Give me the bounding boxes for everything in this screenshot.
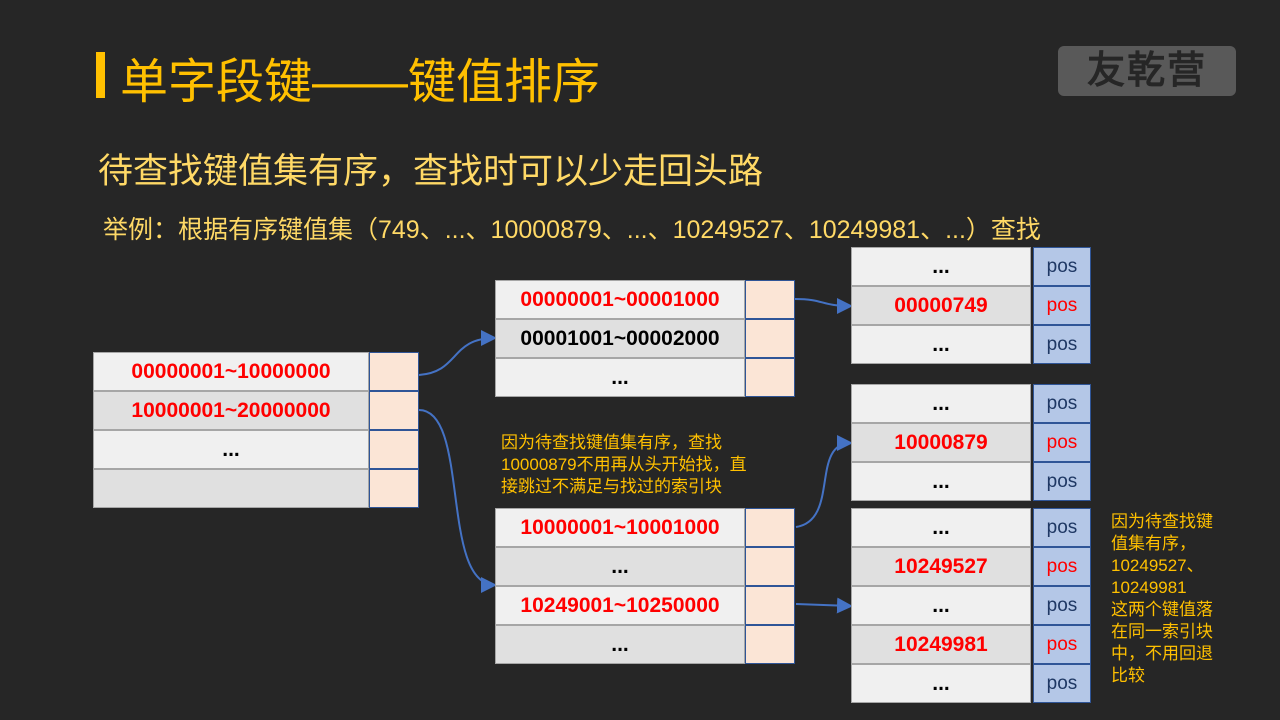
table-row: ... — [495, 547, 795, 586]
pos-cell: pos — [1033, 586, 1091, 625]
pointer-cell — [369, 430, 419, 469]
table-row: ... — [93, 430, 419, 469]
key-cell: ... — [851, 462, 1031, 501]
key-cell: ... — [851, 247, 1031, 286]
page-title: 单字段键——键值排序 — [120, 56, 601, 109]
key-cell: 00000001~00001000 — [495, 280, 745, 319]
title-accent-bar — [96, 52, 105, 98]
table-row: 00000001~10000000 — [93, 352, 419, 391]
table-row: ...pos — [851, 664, 1091, 703]
note-line: 接跳过不满足与找过的索引块 — [501, 477, 722, 496]
pos-cell: pos — [1033, 247, 1091, 286]
key-cell: 10000879 — [851, 423, 1031, 462]
key-cell: ... — [495, 358, 745, 397]
note-line: 10249527、 — [1111, 556, 1204, 575]
key-cell — [93, 469, 369, 508]
key-cell: ... — [851, 325, 1031, 364]
pos-cell: pos — [1033, 625, 1091, 664]
arrow-b-to-leaf2 — [795, 435, 853, 528]
pointer-cell — [745, 358, 795, 397]
pos-cell: pos — [1033, 325, 1091, 364]
key-cell: ... — [93, 430, 369, 469]
key-cell: 00000001~10000000 — [93, 352, 369, 391]
pointer-cell — [369, 391, 419, 430]
pointer-cell — [369, 469, 419, 508]
key-cell: 00000749 — [851, 286, 1031, 325]
table-row: ...pos — [851, 586, 1091, 625]
note-line: 10249981 — [1111, 578, 1187, 597]
arrow-a-to-leaf1 — [794, 297, 853, 314]
table-row: 10249001~10250000 — [495, 586, 795, 625]
key-cell: 10249981 — [851, 625, 1031, 664]
arrow-b-to-leaf3 — [795, 597, 853, 614]
note-line: 值集有序， — [1111, 534, 1196, 553]
table-row: 10000001~10001000 — [495, 508, 795, 547]
subtitle: 待查找键值集有序，查找时可以少走回头路 — [98, 152, 764, 191]
table-row: 00000001~00001000 — [495, 280, 795, 319]
table-row: ...pos — [851, 508, 1091, 547]
table-row: ... — [495, 358, 795, 397]
arrow-root-to-b — [418, 409, 497, 593]
note-line: 因为待查找键值集有序，查找 — [501, 433, 722, 452]
note-line: 因为待查找键 — [1111, 512, 1213, 531]
note-middle: 因为待查找键值集有序，查找 10000879不用再从头开始找，直 接跳过不满足与… — [501, 432, 747, 498]
arrow-root-to-a — [418, 330, 497, 376]
logo: 友乾营 — [1058, 46, 1236, 96]
pointer-cell — [745, 280, 795, 319]
branch-index-table-b: 10000001~10001000...10249001~10250000... — [495, 508, 795, 664]
table-row: ...pos — [851, 462, 1091, 501]
key-cell: ... — [851, 586, 1031, 625]
example-text: 举例：根据有序键值集（749、...、10000879、...、10249527… — [103, 216, 1041, 244]
table-row: ...pos — [851, 247, 1091, 286]
table-row — [93, 469, 419, 508]
note-line: 10000879不用再从头开始找，直 — [501, 455, 747, 474]
pos-cell: pos — [1033, 508, 1091, 547]
table-row: 10000001~20000000 — [93, 391, 419, 430]
pos-cell: pos — [1033, 423, 1091, 462]
key-cell: 10249527 — [851, 547, 1031, 586]
pointer-cell — [745, 547, 795, 586]
pos-cell: pos — [1033, 286, 1091, 325]
pos-cell: pos — [1033, 384, 1091, 423]
table-row: ... — [495, 625, 795, 664]
pointer-cell — [745, 625, 795, 664]
key-cell: ... — [851, 508, 1031, 547]
table-row: ...pos — [851, 384, 1091, 423]
key-cell: 00001001~00002000 — [495, 319, 745, 358]
key-cell: 10000001~20000000 — [93, 391, 369, 430]
key-cell: ... — [851, 664, 1031, 703]
pointer-cell — [745, 319, 795, 358]
key-cell: ... — [851, 384, 1031, 423]
key-cell: ... — [495, 547, 745, 586]
note-line: 在同一索引块 — [1111, 622, 1213, 641]
pos-cell: pos — [1033, 547, 1091, 586]
note-line: 中，不用回退 — [1111, 644, 1213, 663]
note-line: 这两个键值落 — [1111, 600, 1213, 619]
key-cell: ... — [495, 625, 745, 664]
note-right: 因为待查找键 值集有序， 10249527、 10249981 这两个键值落 在… — [1111, 511, 1213, 687]
pos-cell: pos — [1033, 664, 1091, 703]
table-row: 00001001~00002000 — [495, 319, 795, 358]
key-cell: 10000001~10001000 — [495, 508, 745, 547]
table-row: ...pos — [851, 325, 1091, 364]
note-line: 比较 — [1111, 666, 1145, 685]
pointer-cell — [745, 586, 795, 625]
pointer-cell — [369, 352, 419, 391]
key-cell: 10249001~10250000 — [495, 586, 745, 625]
pointer-cell — [745, 508, 795, 547]
pos-cell: pos — [1033, 462, 1091, 501]
